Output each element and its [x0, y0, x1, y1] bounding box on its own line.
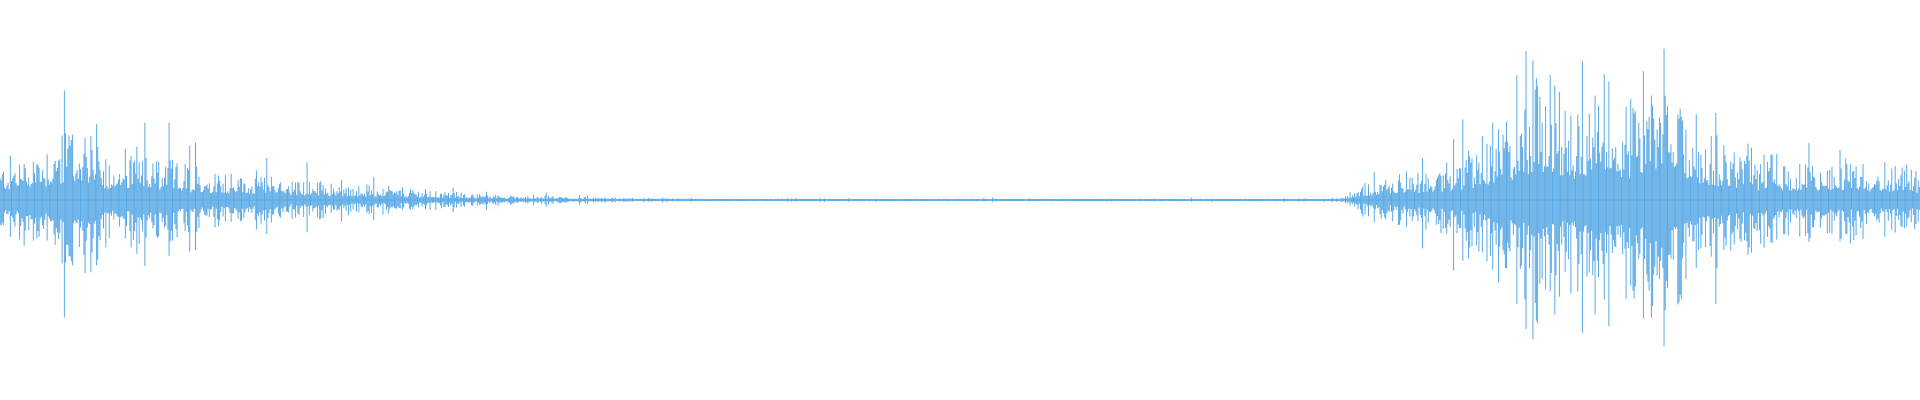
waveform-path: [0, 48, 1920, 347]
waveform-bars: [0, 48, 1920, 347]
